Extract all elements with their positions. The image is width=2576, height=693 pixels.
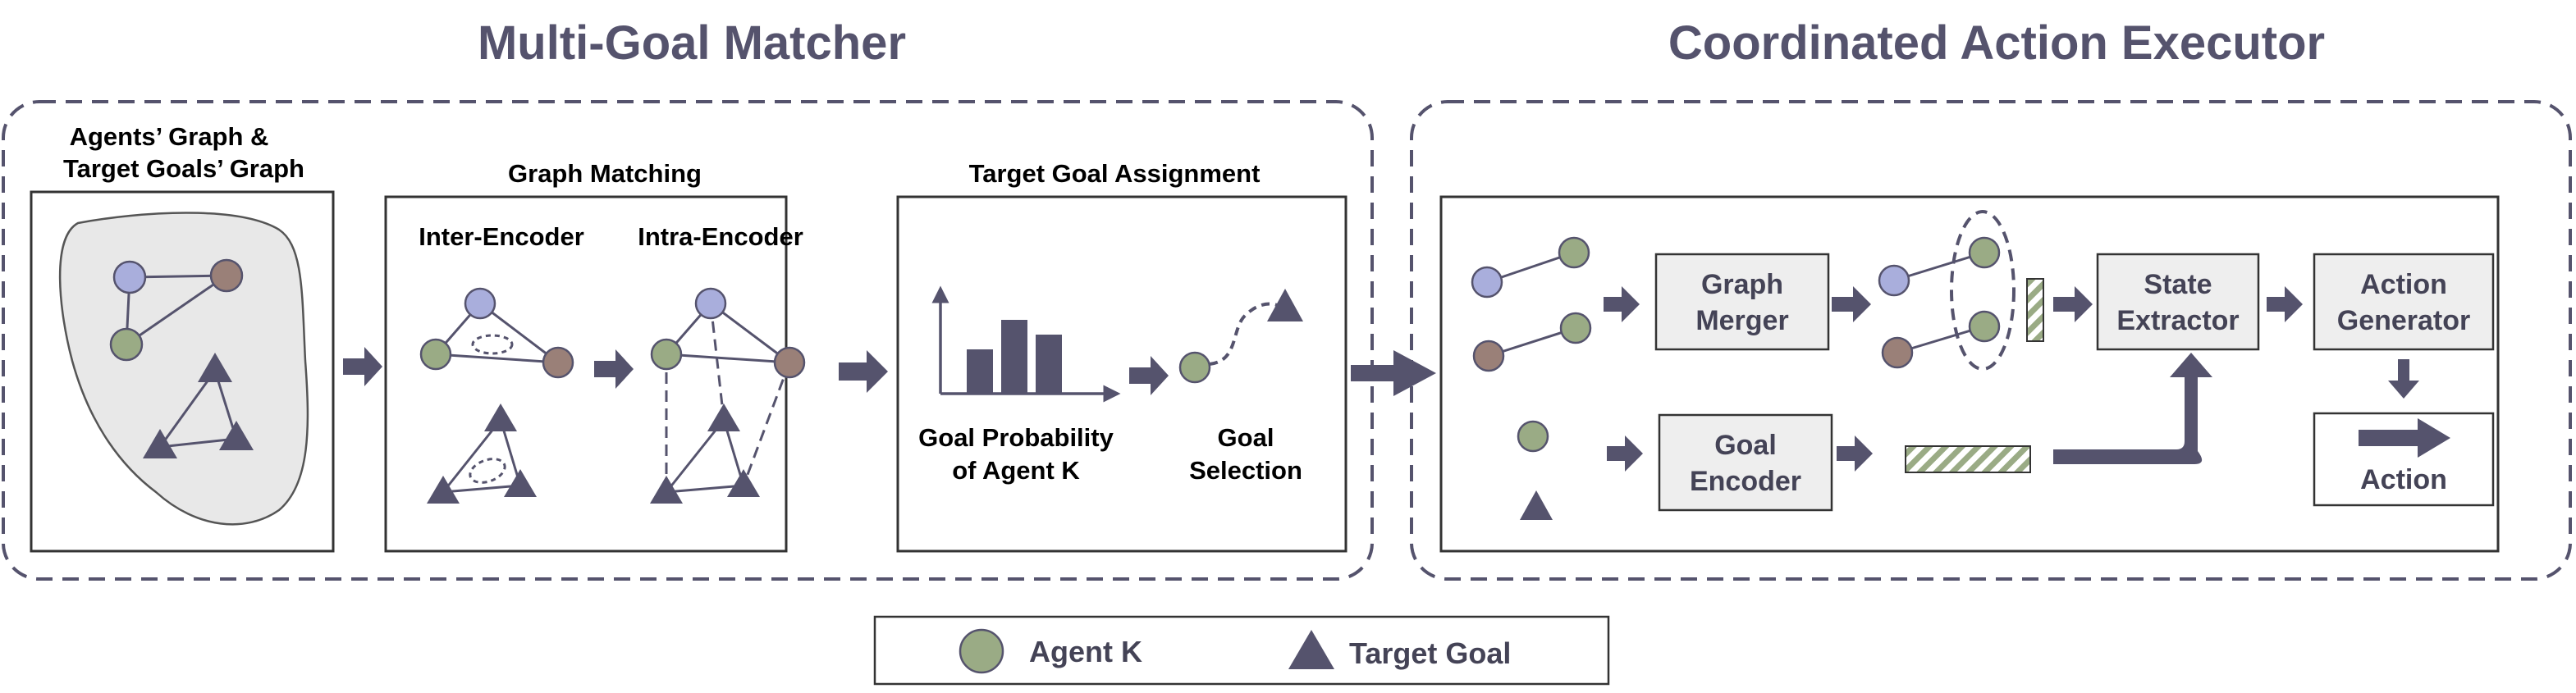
agent-node-brown	[209, 258, 244, 293]
legend-goal-label: Target Goal	[1349, 636, 1511, 670]
input-agent-pairs	[1471, 236, 1592, 372]
matcher-dashed-frame	[2, 100, 1374, 581]
graphs-label-line2: Target Goals’ Graph	[63, 154, 304, 183]
graph-merger-line1: Graph	[1701, 269, 1783, 300]
probability-bar	[967, 349, 993, 394]
merged-graph	[1878, 210, 2016, 371]
inter-encoder-label: Inter-Encoder	[419, 222, 584, 251]
intra-encoder-graph	[650, 287, 806, 504]
graph-merger-line2: Merger	[1695, 305, 1788, 336]
goal-encoder-box	[1658, 413, 1833, 512]
action-generator-line1: Action	[2360, 269, 2447, 300]
title-multi-goal-matcher: Multi-Goal Matcher	[478, 16, 906, 70]
legend-box	[873, 615, 1610, 686]
probability-bar	[1001, 320, 1027, 394]
merged-feature-vector	[2026, 278, 2044, 342]
legend-goal-icon	[1288, 630, 1334, 669]
agents-graph	[109, 258, 244, 362]
goal-selection-graphic	[1178, 289, 1303, 384]
agent-node-green	[109, 327, 144, 362]
flow-arrow	[594, 349, 634, 389]
goal-node-triangle	[219, 421, 254, 450]
goal-node-triangle	[143, 429, 177, 458]
goal-feature-vector	[1905, 445, 2031, 473]
flow-arrow	[1607, 435, 1643, 472]
graphs-label-line1: Agents’ Graph &	[70, 122, 269, 151]
graph-merger-box	[1654, 253, 1830, 351]
assignment-panel	[896, 195, 1347, 553]
flow-arrow-down	[2388, 359, 2419, 399]
inter-encoder-graph	[419, 287, 574, 504]
executor-dashed-frame	[1410, 100, 2572, 581]
section-connector-arrow	[1351, 350, 1436, 396]
goal-probability-line2: of Agent K	[952, 456, 1080, 485]
flow-arrow	[1832, 286, 1871, 322]
goal-probability-line1: Goal Probability	[918, 423, 1114, 452]
flow-arrow	[839, 350, 888, 393]
state-extractor-box	[2096, 253, 2260, 351]
matching-title: Graph Matching	[508, 159, 702, 188]
input-goal-and-agent	[1517, 420, 1553, 520]
action-arrow-icon	[2359, 418, 2450, 458]
action-generator-box	[2313, 253, 2495, 351]
flow-arrow	[1129, 356, 1169, 395]
action-box	[2313, 412, 2495, 507]
action-label: Action	[2360, 464, 2447, 495]
flow-arrow	[2053, 286, 2093, 322]
goal-node-triangle	[198, 353, 232, 382]
legend-agent-label: Agent K	[1029, 635, 1142, 668]
state-extractor-line2: Extractor	[2116, 305, 2239, 336]
probability-bar	[1036, 335, 1062, 394]
flow-arrow	[1604, 286, 1640, 322]
goals-graph	[143, 353, 254, 458]
legend-agent-icon	[959, 628, 1004, 674]
title-coordinated-action-executor: Coordinated Action Executor	[1668, 16, 2325, 70]
state-extractor-line1: State	[2144, 269, 2212, 300]
intra-encoder-label: Intra-Encoder	[638, 222, 803, 251]
flow-arrow	[1837, 435, 1873, 472]
goal-probability-chart	[931, 285, 1121, 403]
flow-arrow	[343, 347, 382, 386]
action-generator-line2: Generator	[2337, 305, 2471, 336]
goal-selection-line1: Goal	[1218, 423, 1274, 452]
assignment-title: Target Goal Assignment	[969, 159, 1261, 188]
goal-selection-line2: Selection	[1189, 456, 1302, 485]
agent-node-blue	[112, 260, 147, 294]
goal-encoder-line1: Goal	[1714, 430, 1777, 461]
goal-to-state-arrow	[2053, 353, 2212, 464]
goal-encoder-line2: Encoder	[1690, 466, 1801, 497]
flow-arrow	[2267, 286, 2303, 322]
